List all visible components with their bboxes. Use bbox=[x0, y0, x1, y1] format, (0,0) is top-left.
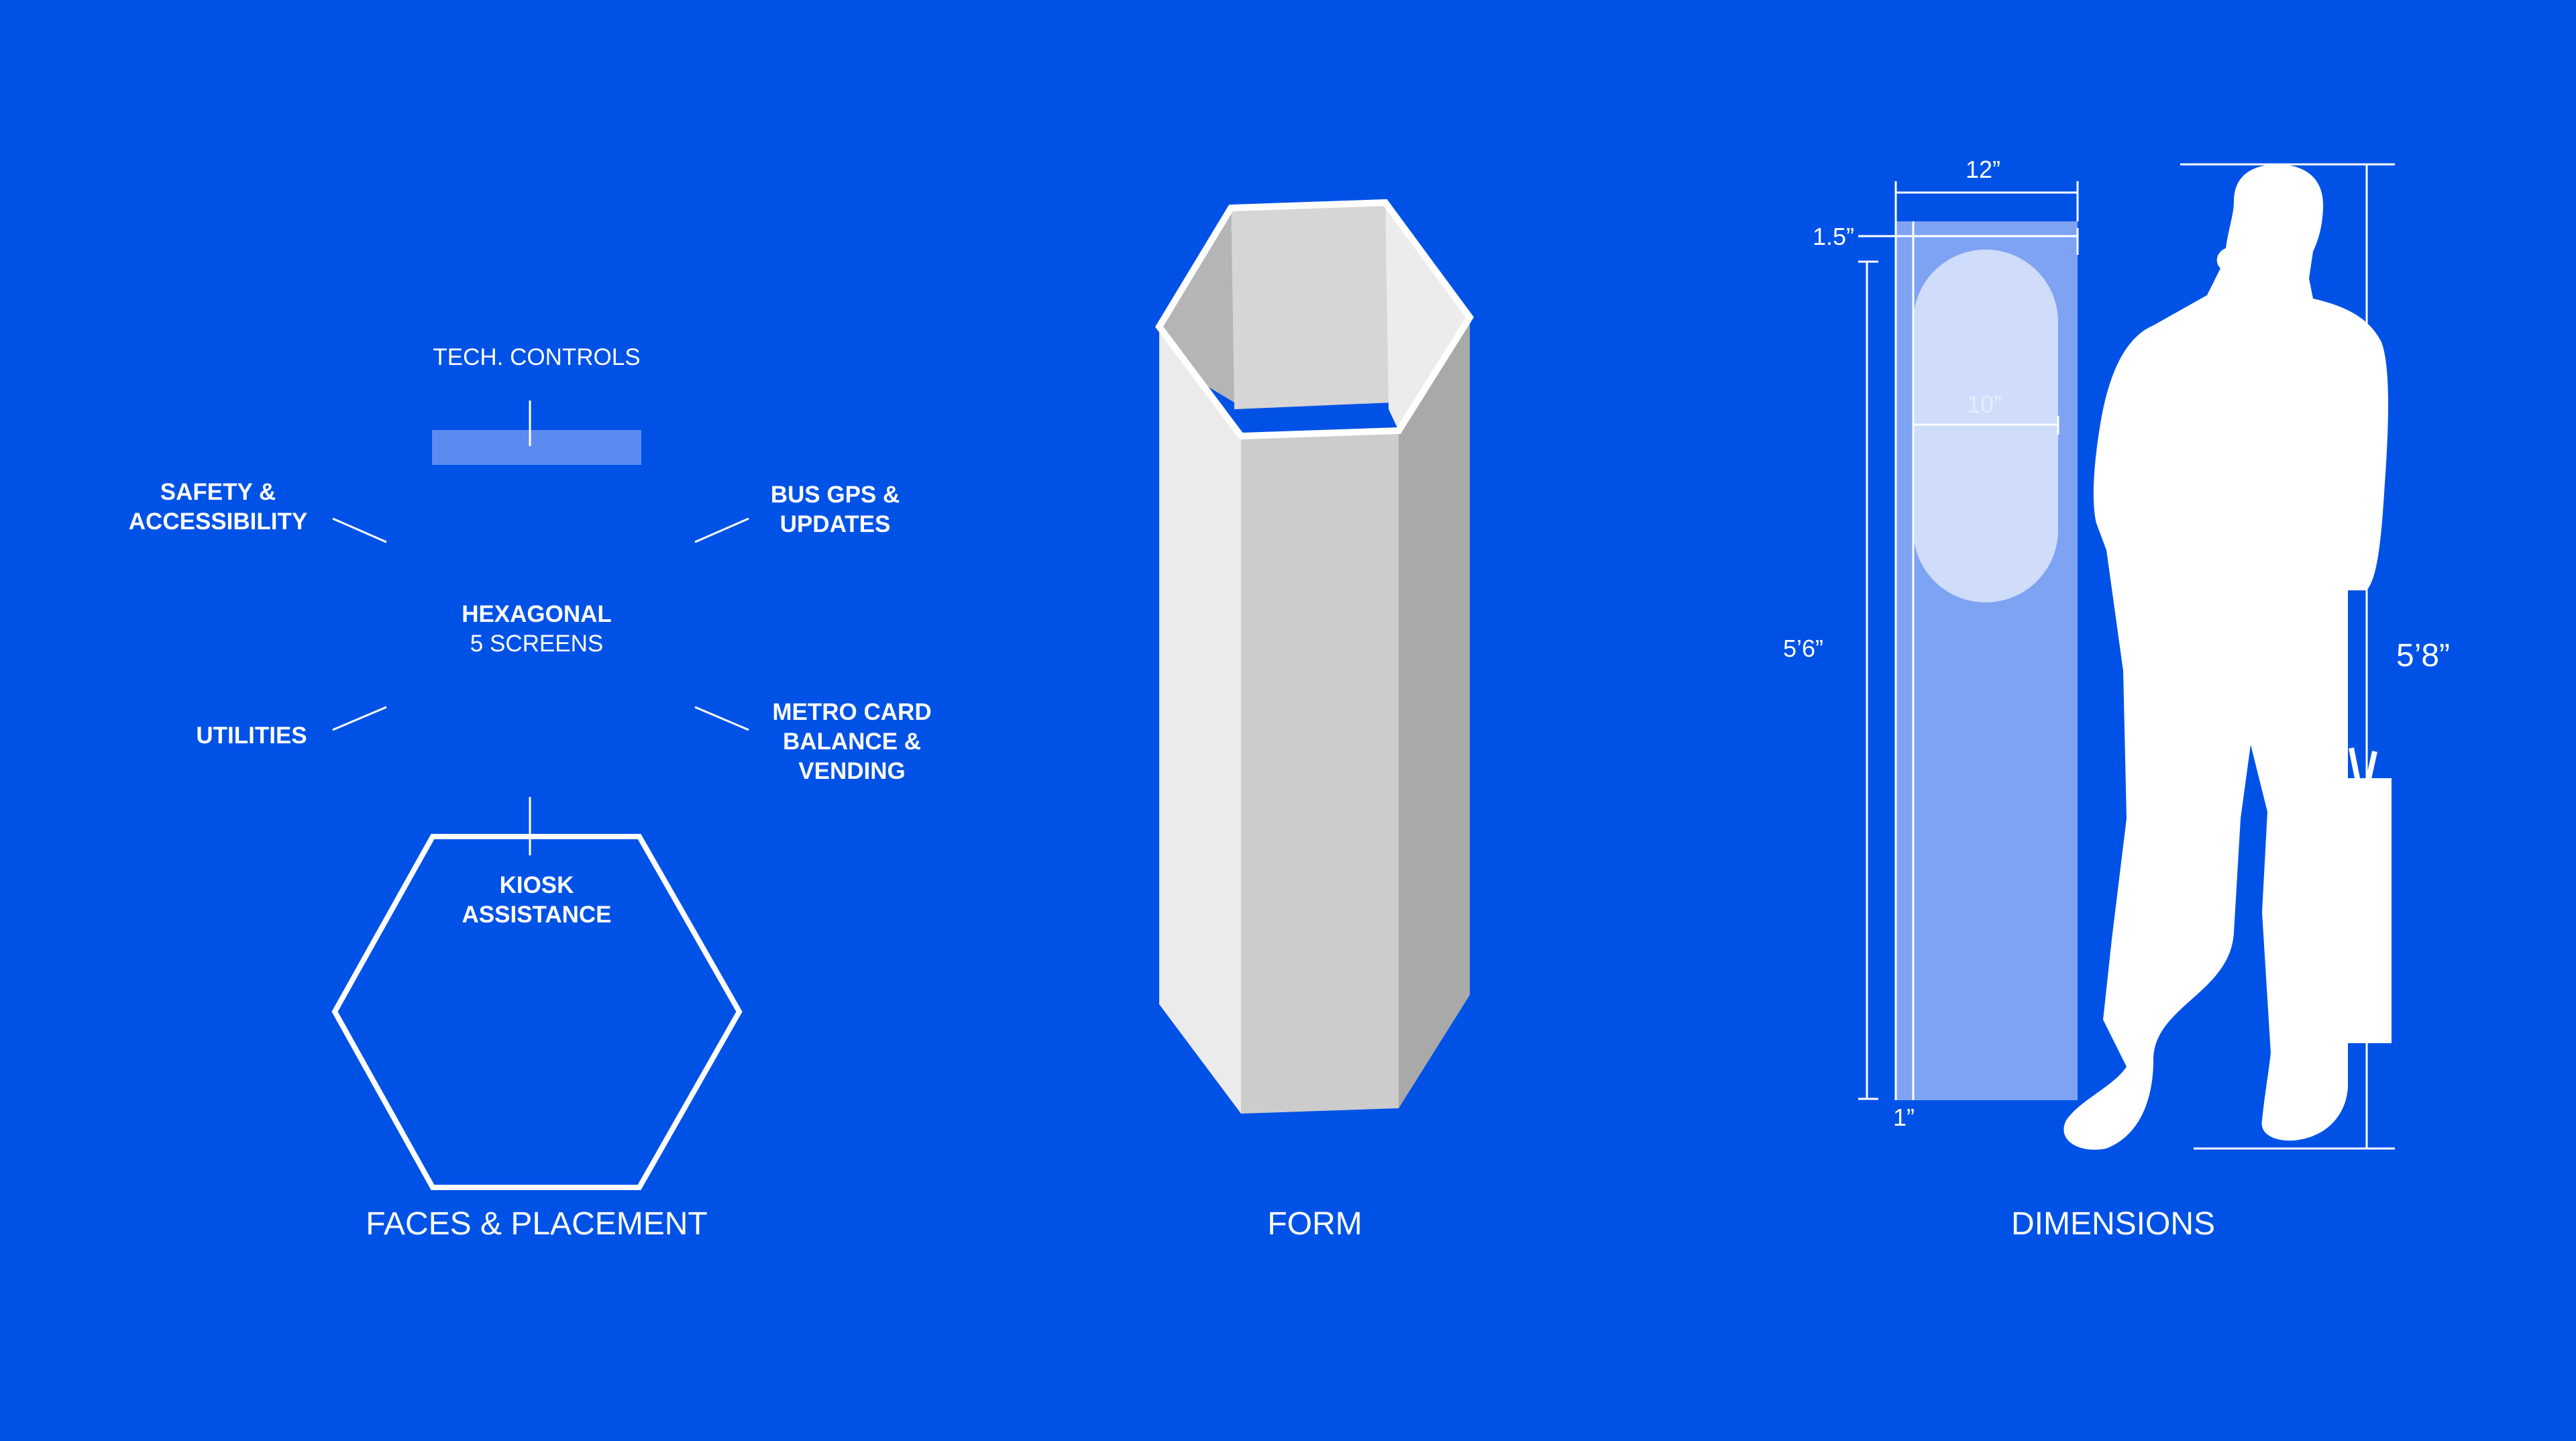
width-dimension-lines bbox=[1894, 181, 2079, 221]
base-margin-label: 1” bbox=[1893, 1104, 1915, 1131]
bus-gps-connector bbox=[694, 517, 749, 543]
tech-controls-bar bbox=[432, 430, 641, 465]
kiosk-screen-window bbox=[1913, 250, 2058, 602]
hexagonal-title: HEXAGONAL bbox=[462, 601, 612, 627]
kiosk-assistance-label: KIOSK ASSISTANCE bbox=[462, 872, 612, 928]
safety-accessibility-label: SAFETY & ACCESSIBILITY bbox=[128, 479, 308, 535]
width-12-label: 12” bbox=[1966, 156, 2001, 183]
tech-controls-label: TECH. CONTROLS bbox=[433, 344, 641, 370]
utilities-label: UTILITIES bbox=[196, 723, 307, 749]
kiosk-height-label: 5’6” bbox=[1783, 635, 1824, 662]
person-silhouette bbox=[2063, 164, 2388, 1150]
form-top-rim bbox=[1155, 199, 1474, 440]
screen-width-dimension-lines bbox=[1912, 221, 2059, 1100]
form-left-face bbox=[1159, 327, 1241, 1114]
hexagon-outline bbox=[331, 834, 743, 1190]
utilities-connector bbox=[332, 706, 387, 731]
safety-connector bbox=[332, 517, 387, 543]
shopping-bag bbox=[2314, 747, 2392, 1043]
dimensions-title: DIMENSIONS bbox=[2010, 1206, 2216, 1242]
form-right-face bbox=[1399, 317, 1470, 1108]
form-interior-right bbox=[1385, 203, 1470, 431]
top-margin-label: 1.5” bbox=[1813, 223, 1855, 250]
person-height-label: 5’8” bbox=[2396, 638, 2451, 674]
metro-card-connector bbox=[694, 706, 749, 731]
form-title: FORM bbox=[1267, 1206, 1362, 1242]
form-interior-back bbox=[1231, 203, 1392, 409]
screen-width-label: 10” bbox=[1967, 390, 2002, 418]
person-height-dimension-lines bbox=[2180, 163, 2395, 1150]
form-interior-left bbox=[1159, 208, 1234, 403]
metro-card-label: METRO CARD BALANCE & VENDING bbox=[772, 699, 932, 784]
bus-gps-label: BUS GPS & UPDATES bbox=[770, 482, 900, 537]
form-front-face bbox=[1241, 431, 1399, 1114]
faces-placement-title: FACES & PLACEMENT bbox=[366, 1206, 708, 1242]
kiosk-height-dimension-lines bbox=[1858, 221, 1897, 1100]
five-screens-label: 5 SCREENS bbox=[470, 631, 604, 657]
